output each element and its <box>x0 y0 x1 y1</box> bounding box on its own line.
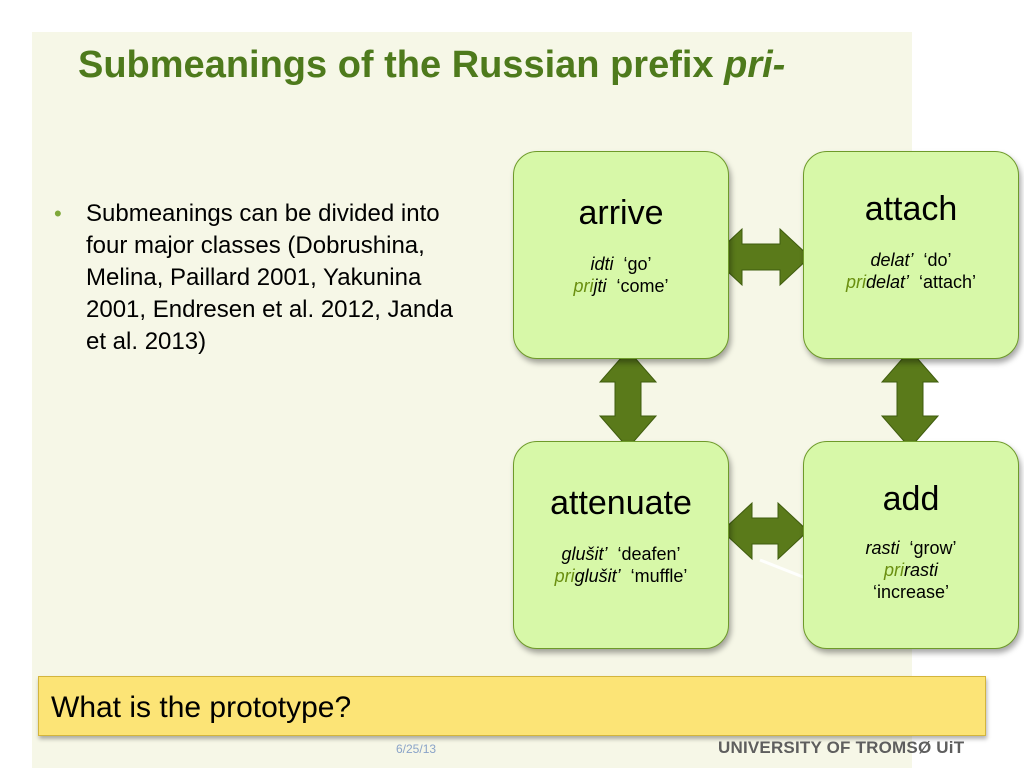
example-prefix: pri <box>883 560 904 580</box>
box-attenuate-heading: attenuate <box>550 484 692 522</box>
slide-background <box>32 32 912 768</box>
example-gloss: ‘attach’ <box>919 272 977 292</box>
example-gloss: ‘grow’ <box>909 538 957 558</box>
box-attach-examples: delat’ ‘do’ pridelat’ ‘attach’ <box>804 249 1018 293</box>
bullet-text: Submeanings can be divided into four maj… <box>86 200 453 355</box>
example-gloss: ‘increase’ <box>872 582 950 602</box>
example-gloss: ‘deafen’ <box>617 544 681 564</box>
box-attach: attach delat’ ‘do’ pridelat’ ‘attach’ <box>803 151 1019 359</box>
example-prefix: pri <box>573 276 594 296</box>
arrow-attach-add <box>880 349 940 449</box>
bullet-item: • Submeanings can be divided into four m… <box>54 198 464 358</box>
bullet-marker: • <box>54 201 62 226</box>
bullet-list: • Submeanings can be divided into four m… <box>54 198 464 358</box>
box-add-examples: rasti ‘grow’ prirasti ‘increase’ <box>804 537 1018 603</box>
example-gloss: ‘go’ <box>623 254 652 274</box>
example-gloss: ‘come’ <box>616 276 669 296</box>
box-attenuate-examples: glušit’ ‘deafen’ priglušit’ ‘muffle’ <box>514 543 728 587</box>
box-attach-heading: attach <box>864 190 958 228</box>
example-stem: jti <box>593 276 607 296</box>
arrow-attenuate-add <box>721 501 809 561</box>
example-word: glušit’ <box>561 544 608 564</box>
slide-date: 6/25/13 <box>396 742 437 756</box>
arrow-arrive-attenuate <box>598 349 658 449</box>
example-word: delat’ <box>870 250 914 270</box>
example-prefix: pri <box>845 272 866 292</box>
university-logo: UNIVERSITY OF TROMSØ UiT <box>718 738 965 757</box>
slide-title: Submeanings of the Russian prefix pri- <box>78 44 785 87</box>
box-add-heading: add <box>882 480 940 518</box>
question-banner: What is the prototype? <box>38 676 986 736</box>
example-word: rasti <box>865 538 900 558</box>
title-text: Submeanings of the Russian prefix <box>78 44 725 86</box>
example-prefix: pri <box>554 566 575 586</box>
example-word: idti <box>590 254 614 274</box>
example-stem: delat’ <box>865 272 909 292</box>
box-arrive-examples: idti ‘go’ prijti ‘come’ <box>514 253 728 297</box>
example-gloss: ‘muffle’ <box>630 566 688 586</box>
question-text: What is the prototype? <box>51 691 352 724</box>
box-arrive-heading: arrive <box>578 194 664 232</box>
box-arrive: arrive idti ‘go’ prijti ‘come’ <box>513 151 729 359</box>
example-gloss: ‘do’ <box>923 250 952 270</box>
example-stem: rasti <box>904 560 939 580</box>
example-stem: glušit’ <box>574 566 621 586</box>
box-attenuate: attenuate glušit’ ‘deafen’ priglušit’ ‘m… <box>513 441 729 649</box>
box-add: add rasti ‘grow’ prirasti ‘increase’ <box>803 441 1019 649</box>
title-prefix: pri- <box>724 44 786 86</box>
